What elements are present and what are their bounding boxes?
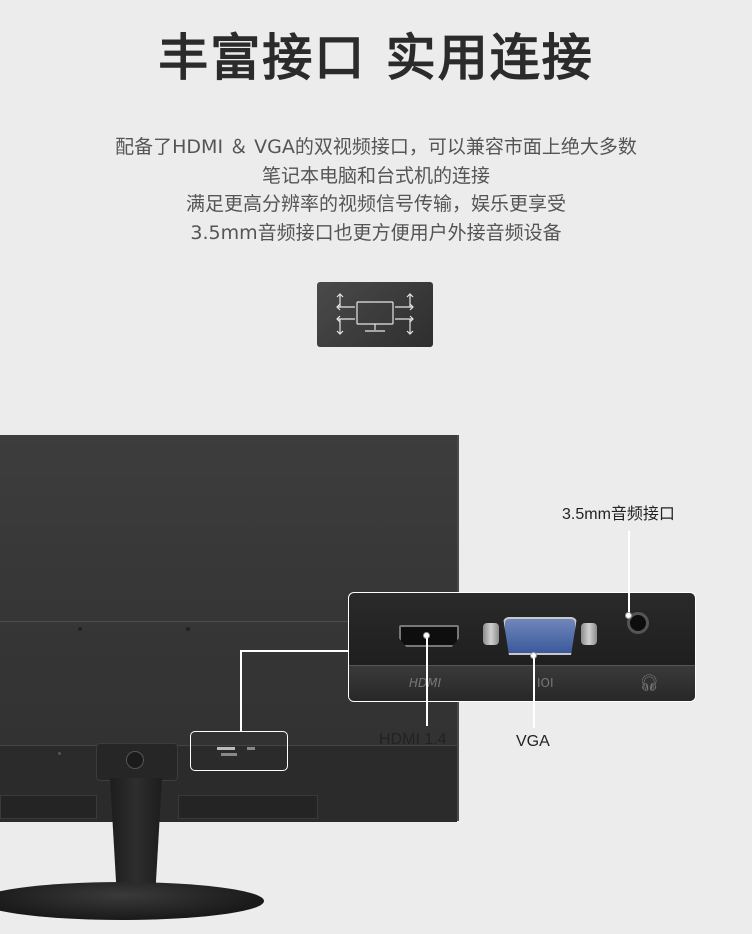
connector-line — [240, 650, 242, 732]
vga-shelf-label: IOI — [537, 676, 554, 690]
audio-callout-line — [628, 531, 630, 615]
connector-line — [240, 650, 348, 652]
port-zoom-panel: HDMI IOI 🎧︎ — [348, 592, 696, 702]
description-line: 笔记本电脑和台式机的连接 — [261, 164, 490, 187]
vga-port — [503, 617, 577, 655]
audio-port-label: 3.5mm音频接口 — [562, 506, 675, 523]
vga-screw — [581, 623, 597, 645]
hdmi-callout-line — [426, 638, 428, 726]
panel-seam — [0, 621, 457, 622]
hdmi-port-label: HDMI 1.4 — [379, 731, 447, 748]
hdmi-shelf-label: HDMI — [409, 676, 441, 690]
page-title: 丰富接口 实用连接 — [158, 29, 594, 87]
power-button — [126, 751, 144, 769]
port-highlight-box — [190, 731, 288, 771]
screw — [78, 627, 82, 631]
screw — [186, 627, 190, 631]
monitor-bottom-edge — [0, 795, 97, 819]
vga-port-label: VGA — [516, 733, 550, 750]
monitor-connections-icon — [317, 282, 433, 347]
vga-screw — [483, 623, 499, 645]
port-label-shelf — [349, 665, 695, 701]
audio-callout-dot — [625, 612, 632, 619]
monitor-bottom-edge — [178, 795, 318, 819]
description-line: 满足更高分辨率的视频信号传输，娱乐更享受 — [185, 193, 566, 215]
stand-base — [0, 882, 264, 920]
audio-port — [627, 612, 649, 634]
description: 配备了HDMI ＆ VGA的双视频接口，可以兼容市面上绝大多数 笔记本电脑和台式… — [0, 133, 752, 247]
description-line: 3.5mm音频接口也更方便用户外接音频设备 — [190, 221, 562, 244]
headphone-icon: 🎧︎ — [639, 673, 660, 692]
description-line: 配备了HDMI ＆ VGA的双视频接口，可以兼容市面上绝大多数 — [115, 136, 637, 158]
vga-callout-line — [533, 658, 535, 728]
